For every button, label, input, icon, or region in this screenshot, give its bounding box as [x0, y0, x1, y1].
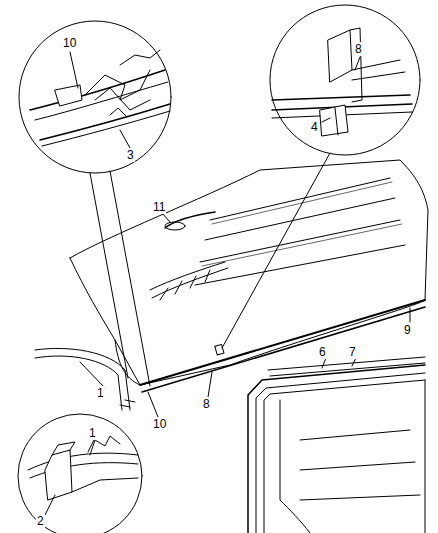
callout-number: 3 [126, 148, 135, 162]
callout-number: 9 [403, 323, 412, 337]
door-frame [248, 357, 425, 533]
callout-number: 8 [354, 42, 363, 56]
callout-number: 1 [96, 386, 105, 400]
callout-number: 1 [88, 426, 97, 440]
detail-circle [18, 414, 142, 533]
leader-line [355, 57, 360, 70]
leader-line [222, 153, 330, 348]
windshield-frame [35, 348, 135, 410]
leader-line [352, 358, 356, 366]
leader-line [410, 308, 411, 322]
roof-panel [70, 160, 428, 392]
callout-number: 10 [152, 417, 167, 431]
leader-line [148, 392, 158, 417]
detail-circle [270, 5, 420, 155]
callout-number: 6 [318, 345, 327, 359]
leader-line [80, 362, 105, 388]
callout-number: 2 [36, 514, 45, 528]
leader-line [90, 173, 128, 378]
callout-number: 10 [62, 36, 77, 50]
detail-circle [19, 21, 171, 173]
leader-line [70, 52, 78, 88]
callout-number: 4 [310, 120, 319, 134]
leader-line [45, 495, 55, 515]
leader-line [322, 118, 330, 122]
leader-line [162, 213, 170, 222]
callout-number: 11 [152, 200, 166, 214]
leader-line [120, 130, 130, 148]
callout-number: 7 [348, 345, 357, 359]
leader-line [110, 171, 150, 386]
leader-line [88, 438, 95, 452]
callout-number: 8 [202, 397, 211, 411]
leader-line [322, 358, 326, 368]
leader-line [208, 372, 212, 397]
